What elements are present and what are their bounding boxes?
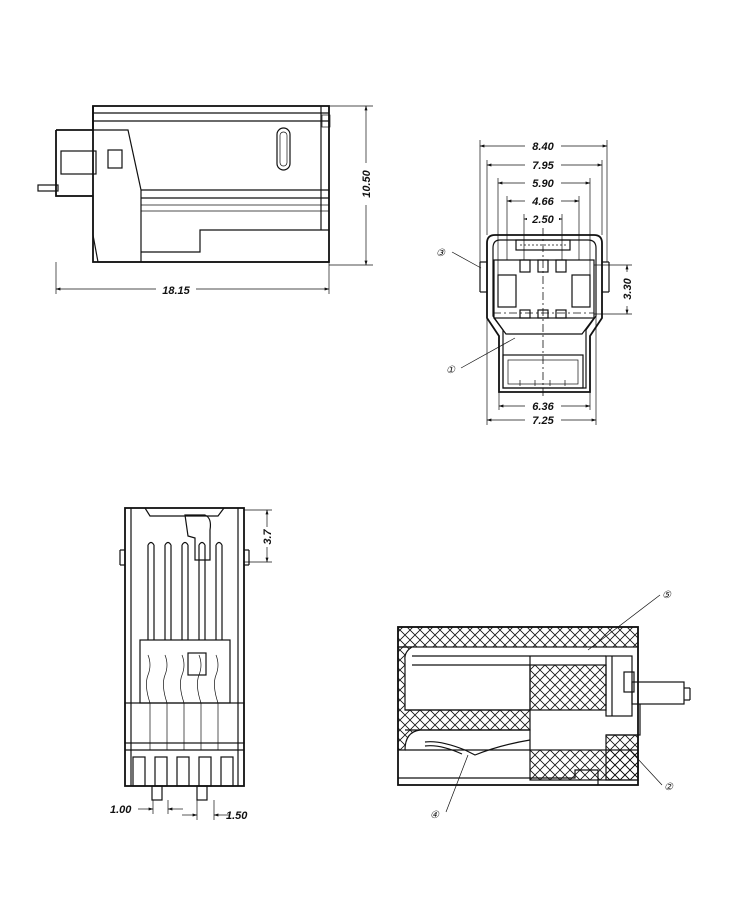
top-view: 3.7 1.00 1.50 bbox=[110, 507, 274, 822]
dim-2-50: 2.50 bbox=[531, 214, 554, 226]
callout-3: ③ bbox=[436, 248, 446, 259]
dim-1-00: 1.00 bbox=[110, 804, 132, 816]
section-view: ⑤ ② ④ bbox=[397, 590, 691, 821]
dim-18-15: 18.15 bbox=[162, 285, 190, 297]
dim-3-30: 3.30 bbox=[622, 277, 634, 299]
dim-1-50: 1.50 bbox=[226, 810, 248, 822]
callout-2: ② bbox=[664, 782, 674, 793]
dim-5-90: 5.90 bbox=[532, 178, 554, 190]
dim-4-66: 4.66 bbox=[531, 196, 554, 208]
dim-7-25: 7.25 bbox=[532, 415, 554, 427]
callout-1: ① bbox=[446, 365, 456, 376]
callout-4: ④ bbox=[430, 810, 440, 821]
dim-8-40: 8.40 bbox=[532, 141, 554, 153]
front-inner-cavity bbox=[493, 259, 595, 319]
callout-5: ⑤ bbox=[662, 590, 672, 601]
front-view: 8.40 7.95 5.90 4.66 2.50 3.30 6.36 bbox=[436, 139, 634, 427]
section-spring-contact bbox=[424, 739, 531, 756]
side-view: 18.15 10.50 bbox=[37, 105, 373, 297]
dim-6-36: 6.36 bbox=[532, 401, 554, 413]
top-pins bbox=[147, 514, 223, 640]
dim-10-50: 10.50 bbox=[361, 169, 373, 197]
dim-7-95: 7.95 bbox=[532, 160, 554, 172]
front-outer-shell bbox=[486, 234, 603, 393]
top-outline bbox=[124, 507, 245, 787]
dim-3-7: 3.7 bbox=[262, 528, 274, 544]
side-slot bbox=[276, 127, 291, 171]
